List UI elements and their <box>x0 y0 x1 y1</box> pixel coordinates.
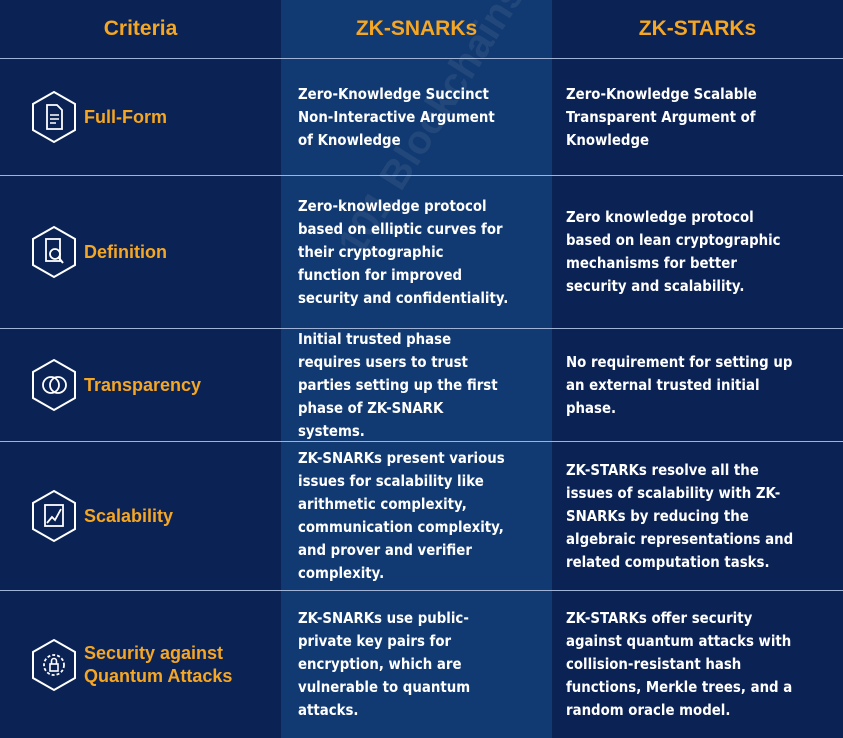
growth-chart-icon <box>32 489 76 543</box>
snarks-text: Zero-Knowledge Succinct Non-Interactive … <box>298 84 495 149</box>
starks-text: ZK-STARKs offer security against quantum… <box>566 609 793 719</box>
table-row-definition: Definition Zero-knowledge protocol based… <box>0 175 843 328</box>
criteria-label: Full-Form <box>84 106 167 127</box>
starks-cell: No requirement for setting up an externa… <box>552 329 843 441</box>
starks-cell: ZK-STARKs offer security against quantum… <box>552 591 843 738</box>
criteria-cell: Full-Form <box>0 59 281 175</box>
header-zk-starks: ZK-STARKs <box>552 0 843 58</box>
snarks-cell: ZK-SNARKs present various issues for sca… <box>281 442 552 590</box>
criteria-cell: Security against Quantum Attacks <box>0 591 281 738</box>
criteria-label: Definition <box>84 241 167 262</box>
table-row-scalability: Scalability ZK-SNARKs present various is… <box>0 441 843 590</box>
criteria-cell: Transparency <box>0 329 281 441</box>
shield-lock-icon <box>32 638 76 691</box>
criteria-cell: Scalability <box>0 442 281 590</box>
snarks-cell: Initial trusted phase requires users to … <box>281 329 552 441</box>
criteria-cell: Definition <box>0 176 281 328</box>
snarks-cell: Zero-Knowledge Succinct Non-Interactive … <box>281 59 552 175</box>
snarks-cell: ZK-SNARKs use public-private key pairs f… <box>281 591 552 738</box>
overlap-circles-icon <box>32 358 76 412</box>
magnifier-document-icon <box>32 225 76 279</box>
snarks-text: Zero-knowledge protocol based on ellipti… <box>298 196 509 307</box>
criteria-label: Security against Quantum Attacks <box>84 642 233 686</box>
snarks-text: ZK-SNARKs use public-private key pairs f… <box>298 609 471 719</box>
table-row-transparency: Transparency Initial trusted phase requi… <box>0 328 843 441</box>
criteria-label: Transparency <box>84 374 202 395</box>
table-row-full-form: Full-Form Zero-Knowledge Succinct Non-In… <box>0 58 843 175</box>
criteria-label: Scalability <box>84 505 174 526</box>
document-icon <box>32 90 76 144</box>
table-row-security: Security against Quantum Attacks ZK-SNAR… <box>0 590 843 738</box>
starks-cell: ZK-STARKs resolve all the issues of scal… <box>552 442 843 590</box>
starks-text: No requirement for setting up an externa… <box>566 352 793 417</box>
table-header: Criteria ZK-SNARKs ZK-STARKs <box>0 0 843 58</box>
starks-cell: Zero knowledge protocol based on lean cr… <box>552 176 843 328</box>
header-zk-snarks: ZK-SNARKs <box>281 0 552 58</box>
starks-cell: Zero-Knowledge Scalable Transparent Argu… <box>552 59 843 175</box>
starks-text: ZK-STARKs resolve all the issues of scal… <box>566 460 794 571</box>
starks-text: Zero knowledge protocol based on lean cr… <box>566 208 781 295</box>
header-criteria: Criteria <box>0 0 281 58</box>
starks-text: Zero-Knowledge Scalable Transparent Argu… <box>566 84 757 149</box>
snarks-text: Initial trusted phase requires users to … <box>298 329 498 440</box>
snarks-cell: Zero-knowledge protocol based on ellipti… <box>281 176 552 328</box>
snarks-text: ZK-SNARKs present various issues for sca… <box>298 449 505 582</box>
